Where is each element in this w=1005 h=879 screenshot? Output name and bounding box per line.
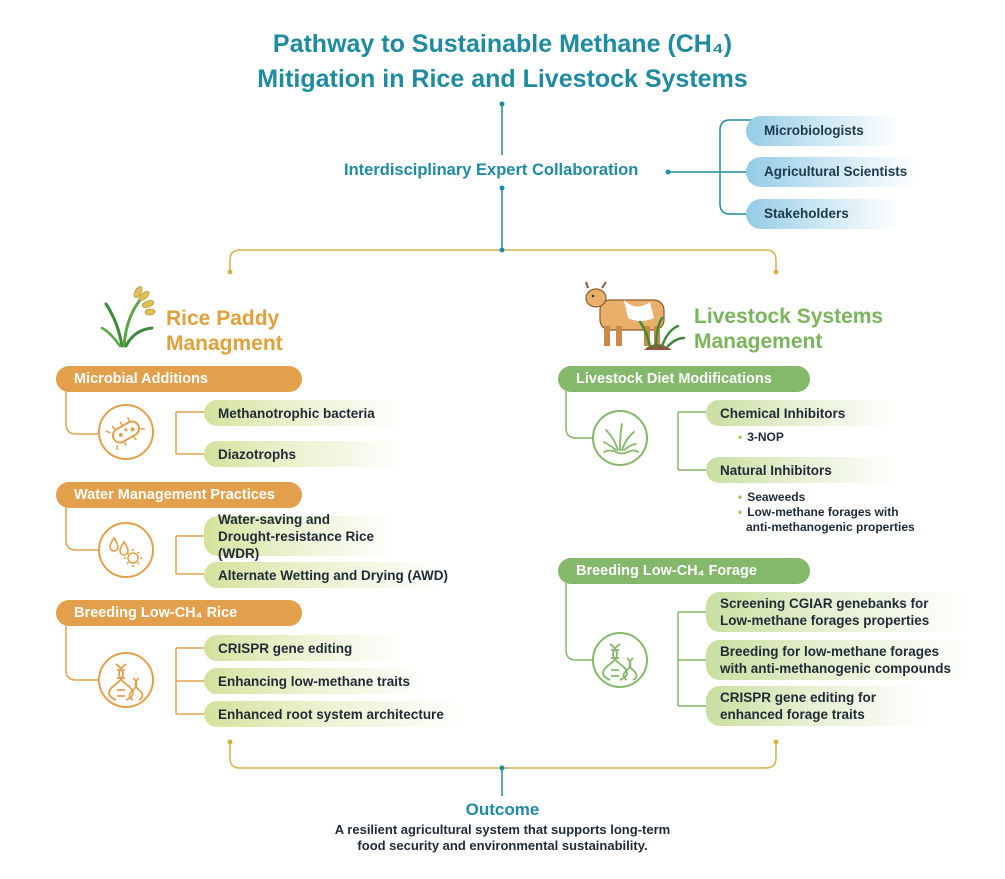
livestock-item-chemical-inhibitors: Chemical Inhibitors: [706, 400, 896, 426]
rice-item-awd: Alternate Wetting and Drying (AWD): [204, 562, 448, 588]
outcome-line2: food security and environmental sustaina…: [357, 838, 648, 853]
livestock-header-diet: Livestock Diet Modifications: [558, 366, 810, 392]
page-title-line2: Mitigation in Rice and Livestock Systems: [257, 65, 748, 93]
livestock-title-line1: Livestock Systems: [694, 305, 884, 328]
water-drop-sun-icon: [98, 522, 154, 578]
bullet-dot: •: [738, 505, 743, 519]
bullet-3nop-text: 3-NOP: [747, 430, 784, 444]
bullet-dot: •: [738, 430, 743, 444]
rice-item-methanotrophic: Methanotrophic bacteria: [204, 400, 404, 426]
collaboration-label: Interdisciplinary Expert Collaboration: [344, 161, 639, 179]
bullet-seaweeds: • Seaweeds: [738, 490, 805, 504]
rice-item-crispr: CRISPR gene editing: [204, 635, 404, 661]
livestock-item-crispr-forage: CRISPR gene editing for enhanced forage …: [706, 686, 926, 726]
dna-icon: [592, 632, 648, 688]
expert-microbiologists: Microbiologists: [746, 116, 898, 146]
bacteria-icon: [98, 404, 154, 460]
outcome-line1: A resilient agricultural system that sup…: [334, 822, 671, 837]
bullet-seaweeds-text: Seaweeds: [747, 490, 806, 504]
rice-item-wdr: Water-saving and Drought-resistance Rice…: [204, 512, 394, 561]
livestock-item-screening-genebanks: Screening CGIAR genebanks for Low-methan…: [706, 592, 966, 632]
rice-item-low-methane-traits: Enhancing low-methane traits: [204, 668, 424, 694]
rice-item-root-architecture: Enhanced root system architecture: [204, 701, 464, 727]
expert-agricultural-scientists: Agricultural Scientists: [746, 157, 916, 187]
outcome-title: Outcome: [465, 800, 540, 819]
rice-header-microbial: Microbial Additions: [56, 366, 302, 392]
grass-icon: [592, 410, 648, 466]
rice-section-title: Rice Paddy Managment: [166, 306, 283, 356]
rice-item-diazotrophs: Diazotrophs: [204, 441, 404, 467]
bullet-low-methane-forages: • Low-methane forages with: [738, 505, 899, 519]
cow-icon: [585, 281, 686, 350]
livestock-header-forage: Breeding Low-CH₄ Forage: [558, 558, 810, 584]
rice-title-line2: Managment: [166, 332, 283, 355]
rice-plant-icon: [100, 286, 156, 348]
dna-icon: [98, 652, 154, 708]
rice-header-breeding: Breeding Low-CH₄ Rice: [56, 600, 302, 626]
livestock-item-natural-inhibitors: Natural Inhibitors: [706, 457, 896, 483]
page-title-line1: Pathway to Sustainable Methane (CH₄): [272, 30, 733, 58]
rice-title-line1: Rice Paddy: [166, 307, 280, 330]
livestock-item-breeding-forages: Breeding for low-methane forages with an…: [706, 640, 970, 680]
outcome-description: A resilient agricultural system that sup…: [0, 822, 1005, 854]
rice-header-water: Water Management Practices: [56, 482, 302, 508]
livestock-section-title: Livestock Systems Management: [694, 304, 883, 354]
expert-stakeholders: Stakeholders: [746, 199, 898, 229]
bullet-dot: •: [738, 490, 743, 504]
livestock-title-line2: Management: [694, 330, 823, 353]
bullet-anti-methanogenic-text: anti-methanogenic properties: [746, 520, 915, 534]
bullet-3nop: • 3-NOP: [738, 430, 784, 444]
bullet-low-methane-text: Low-methane forages with: [747, 505, 899, 519]
